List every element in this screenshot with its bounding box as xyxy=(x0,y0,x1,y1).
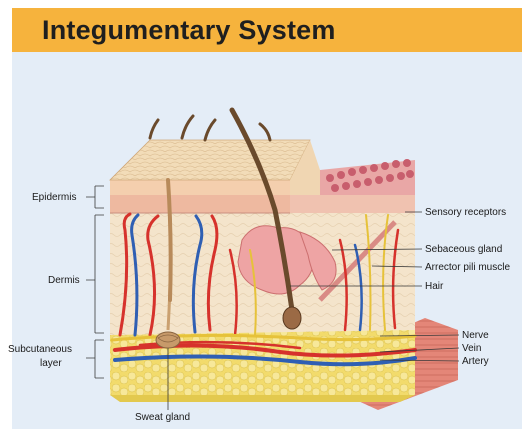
label-epidermis: Epidermis xyxy=(32,192,76,203)
label-artery: Artery xyxy=(462,356,489,367)
label-vein: Vein xyxy=(462,343,481,354)
label-sensory-receptors: Sensory receptors xyxy=(425,207,506,218)
label-sweat-gland: Sweat gland xyxy=(135,412,190,423)
label-nerve: Nerve xyxy=(462,330,489,341)
label-dermis: Dermis xyxy=(48,275,80,286)
label-sebaceous-gland: Sebaceous gland xyxy=(425,244,502,255)
label-subcutaneous: Subcutaneous xyxy=(8,344,72,355)
label-arrector-pili: Arrector pili muscle xyxy=(425,262,510,273)
label-hair: Hair xyxy=(425,281,444,292)
label-subcutaneous-layer: layer xyxy=(40,358,62,369)
